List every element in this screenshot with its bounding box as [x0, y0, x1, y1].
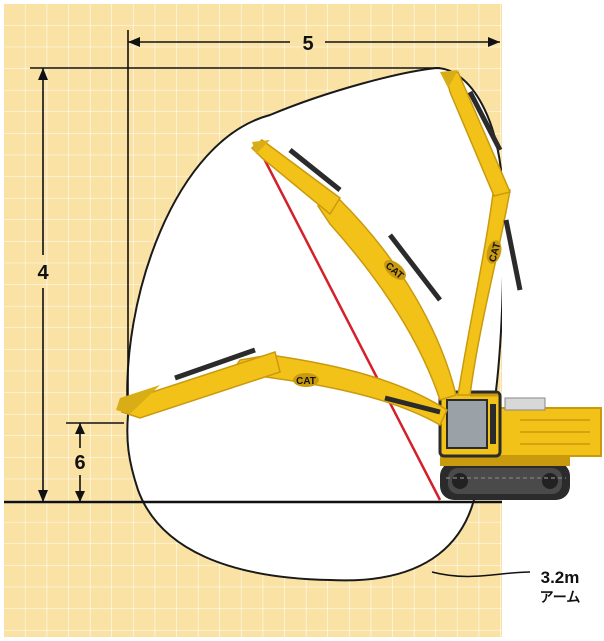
reach-line: [255, 144, 442, 501]
excavator-tracks: [440, 462, 570, 500]
dimension-label-5: 5: [302, 33, 313, 55]
boom-position-high: CAT: [440, 70, 523, 397]
arm-length-callout: 3.2m アーム: [431, 568, 581, 606]
dimension-label-4: 4: [37, 262, 49, 284]
brand-mark-low: CAT: [296, 376, 316, 387]
callout-line-1: 3.2m: [541, 568, 580, 587]
dimension-min-height: 6: [66, 422, 124, 502]
dimension-horizontal-reach: 5: [127, 30, 500, 400]
dimension-label-6: 6: [74, 452, 85, 474]
dimension-max-height: 4: [30, 67, 440, 502]
excavator-cab: [438, 390, 502, 458]
working-range-envelope: [126, 66, 502, 582]
callout-line-2: アーム: [540, 590, 581, 606]
boom-position-mid: CAT: [250, 139, 457, 401]
brand-mark-high: CAT: [488, 241, 504, 263]
excavator: CAT CAT CAT: [116, 70, 602, 500]
boom-position-low: CAT: [116, 347, 448, 427]
